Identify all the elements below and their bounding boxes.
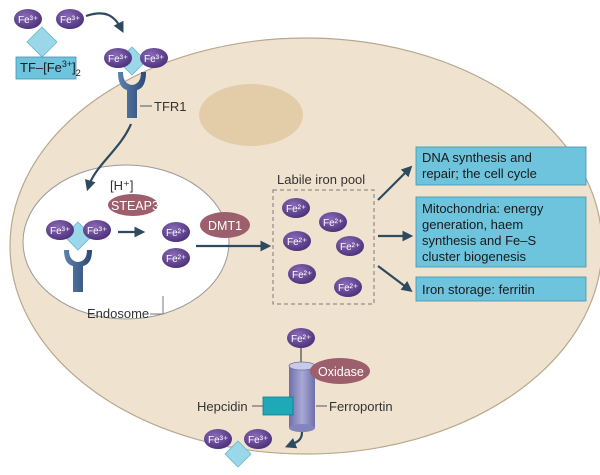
dmt1-transporter (200, 212, 250, 238)
output-box-mitochondria: Mitochondria: energy generation, haem sy… (415, 196, 587, 268)
endocytosis-arrow (84, 123, 133, 192)
iron-ion-icon (83, 220, 111, 240)
steap3-label: STEAP3 (111, 199, 159, 213)
transferrin-label: TF–[Fe3+]2 (20, 59, 81, 78)
labile-pool-box (272, 189, 375, 305)
exported-transferrin: Fe³⁺ Fe³⁺ (204, 429, 272, 468)
proton-label: [H⁺] (110, 178, 133, 193)
ion-label: Fe²⁺ (292, 270, 312, 281)
iron-ion-icon (162, 248, 190, 268)
transferrin-diamond-icon (26, 26, 58, 58)
output-line: Mitochondria: energy (422, 201, 544, 216)
output-line: cluster biogenesis (422, 249, 527, 264)
transferrin-diamond-icon (224, 440, 252, 468)
oxidase-label: Oxidase (318, 365, 364, 379)
endosome-pointer (150, 296, 164, 315)
ion-label: Fe³⁺ (144, 54, 164, 65)
receptor-y-icon (118, 72, 146, 118)
iron-ion-icon (336, 236, 364, 256)
iron-ion-icon (244, 429, 272, 449)
output-line: Iron storage: ferritin (422, 282, 535, 297)
iron-ion-icon (56, 9, 84, 29)
labile-pool-ions: Fe²⁺ Fe²⁺ Fe²⁺ Fe²⁺ Fe²⁺ Fe²⁺ (282, 198, 364, 297)
ion-label: Fe³⁺ (50, 226, 70, 237)
output-line: generation, haem (422, 217, 523, 232)
output-line: repair; the cell cycle (422, 166, 537, 181)
ion-label: Fe²⁺ (323, 218, 343, 229)
ion-label: Fe³⁺ (60, 15, 80, 26)
dmt1-label: DMT1 (208, 219, 242, 233)
ferroportin-label: Ferroportin (329, 399, 393, 414)
steap3-oval (108, 194, 158, 216)
ion-label: Fe³⁺ (248, 435, 268, 446)
transferrin-complex: Fe³⁺ Fe³⁺ TF–[Fe3+]2 (14, 9, 84, 80)
transferrin-label-box (15, 56, 77, 80)
output-line: synthesis and Fe–S (422, 233, 537, 248)
efflux-arrow (284, 431, 304, 449)
ion-label: Fe²⁺ (291, 334, 311, 345)
iron-ion-icon (162, 222, 190, 242)
iron-ion-icon (14, 9, 42, 29)
ion-label: Fe²⁺ (287, 237, 307, 248)
pool-to-dna-arrow (377, 165, 413, 201)
nucleus (199, 84, 303, 146)
ion-label: Fe²⁺ (166, 254, 186, 265)
ion-label: Fe²⁺ (286, 204, 306, 215)
output-box-storage: Iron storage: ferritin (415, 276, 587, 302)
iron-ion-icon (46, 220, 74, 240)
iron-ion-icon (287, 328, 315, 348)
hepcidin-label: Hepcidin (197, 399, 248, 414)
hepcidin-block (262, 396, 294, 416)
tfr1-label: TFR1 (154, 99, 187, 114)
oxidase-enzyme (310, 358, 370, 384)
iron-ion-icon (334, 277, 362, 297)
ion-label: Fe²⁺ (338, 283, 358, 294)
pool-to-storage-arrow (377, 265, 413, 292)
ion-label: Fe³⁺ (87, 226, 107, 237)
iron-ion-icon (282, 198, 310, 218)
ion-label: Fe³⁺ (108, 54, 128, 65)
iron-ion-icon (104, 48, 132, 68)
receptor-y-icon (64, 250, 92, 292)
iron-ion-icon (140, 48, 168, 68)
ion-label: Fe³⁺ (18, 15, 38, 26)
ion-label: Fe³⁺ (208, 435, 228, 446)
tfr1-receptor: Fe³⁺ Fe³⁺ TFR1 (104, 46, 187, 118)
output-box-dna: DNA synthesis and repair; the cell cycle (415, 146, 587, 186)
iron-ion-icon (319, 212, 347, 232)
iron-ion-icon (288, 264, 316, 284)
ion-label: Fe²⁺ (166, 228, 186, 239)
endosome-label: Endosome (87, 306, 149, 321)
uptake-arrow (85, 12, 124, 33)
output-line: DNA synthesis and (422, 150, 532, 165)
iron-ion-icon (283, 231, 311, 251)
endosome-receptor: Fe³⁺ Fe³⁺ (46, 220, 111, 292)
labile-pool-title: Labile iron pool (277, 172, 365, 187)
ion-label: Fe²⁺ (340, 242, 360, 253)
iron-ion-icon (204, 429, 232, 449)
